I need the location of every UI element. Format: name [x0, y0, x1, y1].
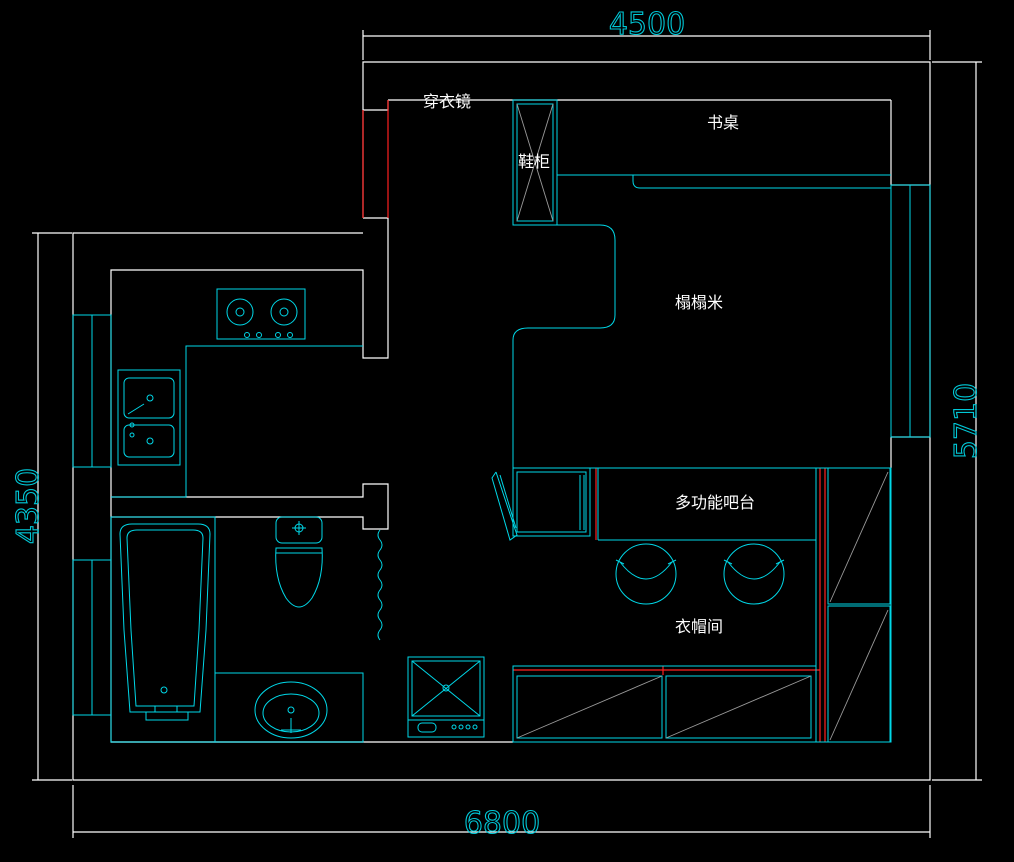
label-shoe-cabinet: 鞋柜 — [518, 152, 550, 171]
sink-icon — [117, 369, 181, 466]
tatami: 榻榻米 — [512, 224, 891, 469]
bathroom — [110, 516, 383, 743]
windows — [72, 184, 931, 716]
dimension-left: 4350 — [10, 232, 72, 781]
dimension-top-label: 4500 — [609, 7, 685, 42]
dimension-left-label: 4350 — [11, 468, 46, 544]
label-tatami: 榻榻米 — [675, 293, 723, 312]
bar-stool-icon — [615, 543, 677, 605]
shoe-cabinet: 鞋柜 — [512, 99, 558, 226]
shower-curtain — [377, 529, 383, 641]
toilet-icon — [275, 516, 323, 608]
stove-icon — [216, 288, 306, 340]
kitchen — [111, 288, 363, 498]
cloakroom: 衣帽间 — [512, 467, 892, 743]
dimension-right: 5710 — [932, 61, 985, 781]
label-desk: 书桌 — [707, 113, 739, 132]
washing-machine-icon — [407, 656, 485, 738]
dimension-top: 4500 — [362, 6, 931, 60]
dimension-lines: 4500 6800 4350 5710 — [10, 6, 985, 842]
dimension-bottom: 6800 — [72, 785, 931, 842]
desk: 书桌 — [557, 113, 891, 189]
label-cloakroom: 衣帽间 — [675, 617, 723, 636]
bar-stool-icon — [723, 543, 785, 605]
dimension-bottom-label: 6800 — [464, 806, 540, 841]
red-accents — [362, 100, 826, 742]
bathtub-icon — [110, 516, 216, 743]
bar-counter: 多功能吧台 — [491, 467, 816, 605]
label-bar-counter: 多功能吧台 — [675, 493, 755, 512]
dimension-right-label: 5710 — [949, 383, 984, 459]
walls — [72, 61, 931, 781]
washbasin-icon — [214, 672, 364, 743]
label-mirror: 穿衣镜 — [423, 92, 471, 111]
